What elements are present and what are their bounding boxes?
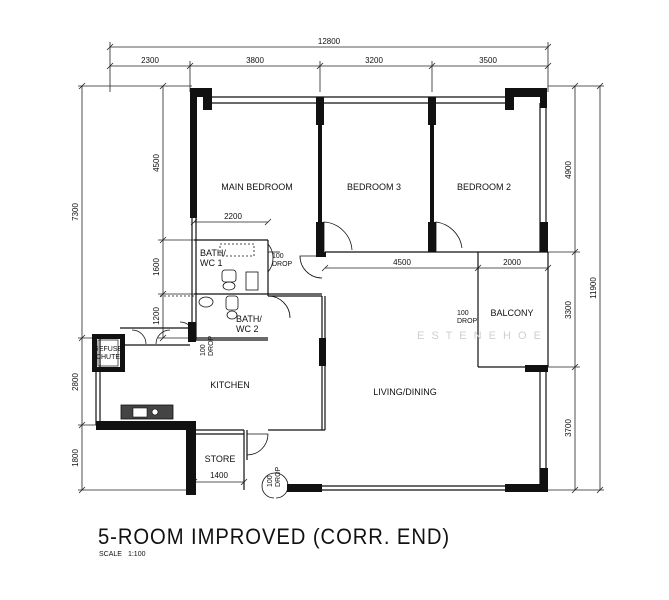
- dim-left-seg-3: 1200: [152, 307, 161, 325]
- plan-title: 5-ROOM IMPROVED (CORR. END): [98, 524, 451, 549]
- door-swings: [131, 221, 463, 499]
- dim-inner-2200: 2200: [224, 212, 242, 221]
- refuse-chute-line1: REFUSE: [94, 346, 123, 353]
- thin-walls: [95, 96, 549, 491]
- room-bedroom-3: BEDROOM 3: [347, 182, 401, 192]
- drop-kitchen-value: 100: [200, 344, 207, 356]
- drop-balcony-value: 100: [457, 310, 469, 317]
- dim-right-seg-1: 4900: [564, 161, 573, 179]
- structural-walls: [92, 88, 548, 495]
- dim-left-lower-2: 1800: [71, 449, 80, 467]
- room-bath-wc-1-line2: WC 1: [200, 258, 223, 268]
- dim-left-overall: 7300: [71, 203, 80, 221]
- dim-top-seg-1: 2300: [141, 56, 159, 65]
- dim-left-seg-2: 1600: [152, 258, 161, 276]
- drop-balcony-label: DROP: [457, 318, 478, 325]
- scale-value: 1:100: [127, 551, 146, 558]
- dim-left-seg-1: 4500: [152, 154, 161, 172]
- room-bath-wc-2-line1: BATH/: [236, 314, 262, 324]
- drop-bath1-label: DROP: [272, 261, 293, 268]
- room-store: STORE: [205, 454, 236, 464]
- drop-bath1-value: 100: [272, 253, 284, 260]
- refuse-chute-line2: CHUTE: [96, 354, 120, 361]
- dim-inner-1400: 1400: [210, 471, 228, 480]
- dim-right-total: 11900: [589, 277, 598, 299]
- bathroom-fixtures: [160, 243, 259, 320]
- dim-inner-2000: 2000: [503, 258, 521, 267]
- room-bath-wc-1-line1: BATH/: [200, 248, 226, 258]
- plan-scale: SCALE 1:100: [99, 551, 152, 558]
- room-balcony: BALCONY: [490, 308, 533, 318]
- room-kitchen: KITCHEN: [210, 380, 250, 390]
- refuse-chute-symbol: [97, 339, 119, 367]
- dim-inner-4500: 4500: [393, 258, 411, 267]
- dim-top-seg-4: 3500: [479, 56, 497, 65]
- dim-top-seg-2: 3800: [246, 56, 264, 65]
- dim-top-total: 12800: [318, 37, 341, 46]
- room-main-bedroom: MAIN BEDROOM: [221, 182, 293, 192]
- dim-right-seg-2: 3300: [564, 301, 573, 319]
- watermark: E S T E N E H O E: [417, 330, 543, 342]
- room-bedroom-2: BEDROOM 2: [457, 182, 511, 192]
- kitchen-sink: [120, 404, 174, 420]
- room-bath-wc-2-line2: WC 2: [236, 324, 259, 334]
- room-living-dining: LIVING/DINING: [373, 387, 437, 397]
- drop-entrance-label: DROP: [275, 466, 282, 487]
- dim-top-seg-3: 3200: [365, 56, 383, 65]
- dim-left-lower-1: 2800: [71, 373, 80, 391]
- drop-entrance-value: 100: [267, 475, 274, 487]
- scale-label: SCALE: [99, 551, 122, 558]
- drop-kitchen-label: DROP: [208, 335, 215, 356]
- dimension-lines: [78, 42, 604, 494]
- dim-right-seg-3: 3700: [564, 419, 573, 437]
